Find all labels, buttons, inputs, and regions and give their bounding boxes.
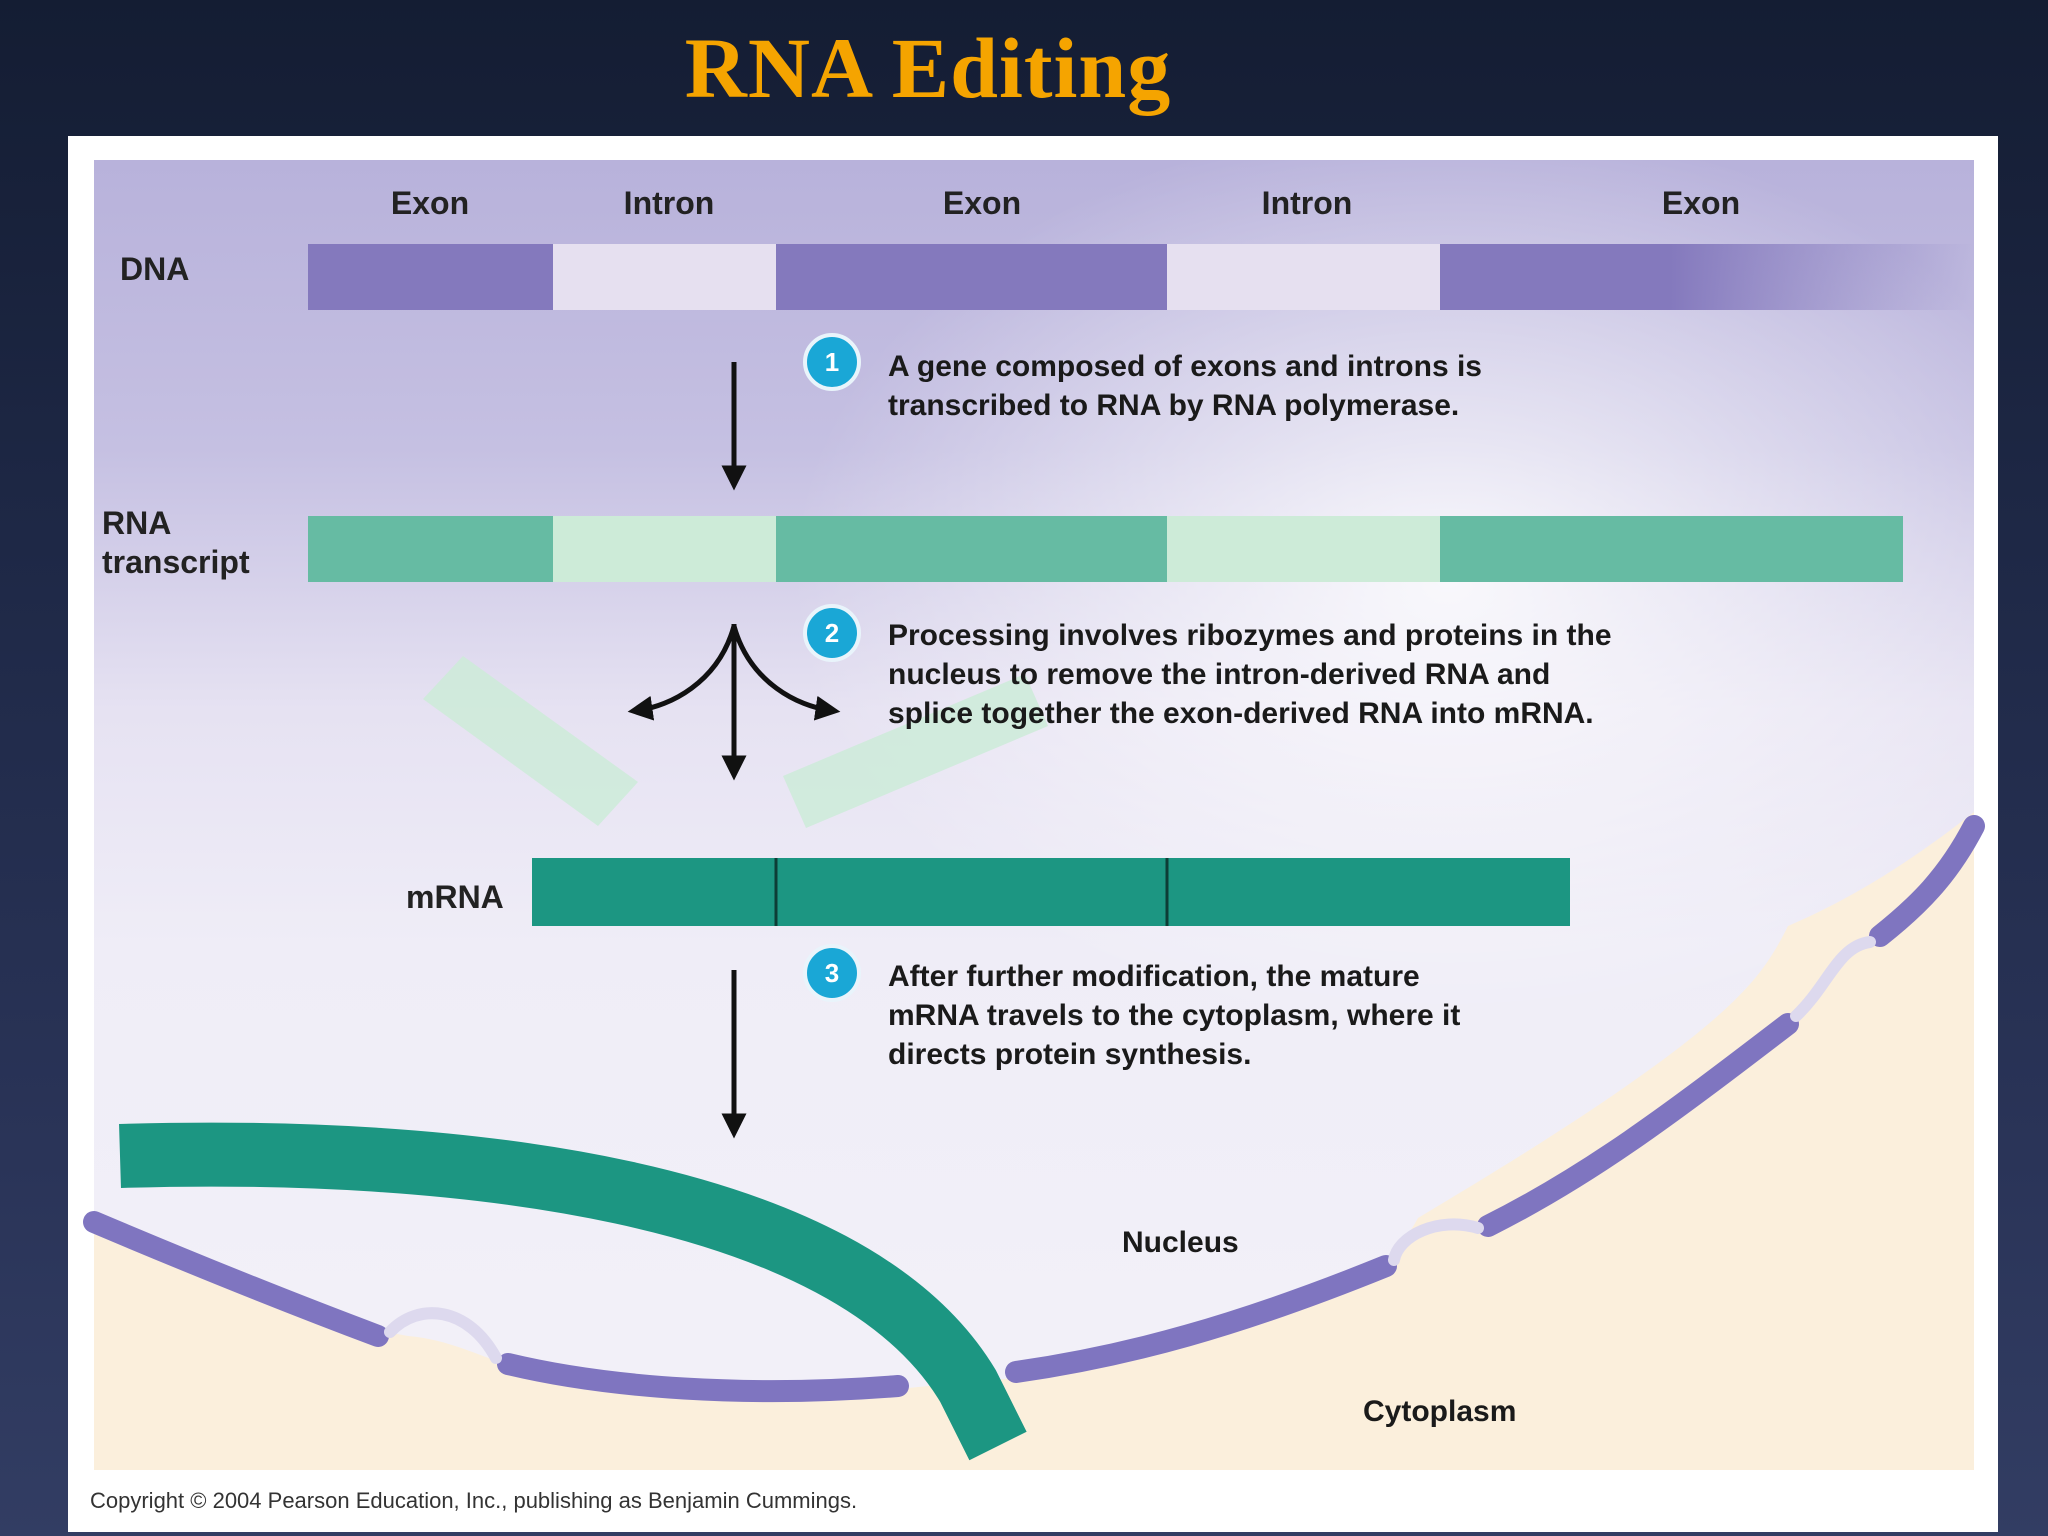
step-3-badge bbox=[803, 944, 861, 1002]
step-2-badge bbox=[803, 604, 861, 662]
rna-transcript-bar bbox=[308, 516, 1903, 582]
mrna-label: mRNA bbox=[406, 879, 504, 915]
step-2-number: 2 bbox=[825, 618, 839, 648]
cytoplasm-label: Cytoplasm bbox=[1363, 1395, 1516, 1428]
step-3-line-3: directs protein synthesis. bbox=[888, 1038, 1251, 1071]
exported-mrna bbox=[119, 1122, 1027, 1461]
dna-intron-1 bbox=[553, 244, 776, 310]
excised-intron-left bbox=[423, 656, 638, 826]
step-3-number: 3 bbox=[825, 958, 839, 988]
arrow-processing-right bbox=[731, 625, 841, 721]
region-labels: Nucleus Cytoplasm bbox=[1122, 1226, 1516, 1428]
mrna-bar bbox=[532, 858, 1570, 926]
column-label-exon-1: Exon bbox=[391, 185, 469, 221]
step-1-badge bbox=[803, 333, 861, 391]
step-3-line-1: After further modification, the mature bbox=[888, 960, 1420, 993]
step-badges: 1 2 3 bbox=[803, 333, 861, 1002]
dna-intron-2 bbox=[1167, 244, 1440, 310]
arrow-processing-left bbox=[627, 625, 737, 721]
rna-processing-diagram: Exon Intron Exon Intron Exon DNA RNA tra… bbox=[83, 160, 1985, 1470]
rna-transcript-label-line1: RNA bbox=[102, 505, 171, 541]
column-label-intron-2: Intron bbox=[1262, 185, 1353, 221]
dna-bar bbox=[308, 244, 1974, 310]
nucleus-label: Nucleus bbox=[1122, 1226, 1239, 1259]
mrna-body bbox=[532, 858, 1570, 926]
dna-exon-2 bbox=[776, 244, 1167, 310]
step-1-line-2: transcribed to RNA by RNA polymerase. bbox=[888, 389, 1459, 422]
step-descriptions: A gene composed of exons and introns is … bbox=[888, 350, 1612, 1071]
process-arrows bbox=[627, 362, 841, 1139]
rna-intron-2 bbox=[1167, 516, 1440, 582]
dna-label: DNA bbox=[120, 251, 189, 287]
step-1-line-1: A gene composed of exons and introns is bbox=[888, 350, 1482, 383]
nuclear-membrane bbox=[83, 815, 1985, 1403]
step-2-line-1: Processing involves ribozymes and protei… bbox=[888, 619, 1612, 652]
step-2-line-2: nucleus to remove the intron-derived RNA… bbox=[888, 658, 1550, 691]
step-3-line-2: mRNA travels to the cytoplasm, where it bbox=[888, 999, 1460, 1032]
dna-exon-1 bbox=[308, 244, 553, 310]
step-1-number: 1 bbox=[825, 347, 839, 377]
row-labels: DNA RNA transcript mRNA bbox=[102, 251, 504, 915]
excised-intron-right bbox=[783, 674, 1048, 828]
excised-introns bbox=[423, 656, 1048, 828]
column-label-exon-2: Exon bbox=[943, 185, 1021, 221]
column-label-exon-3: Exon bbox=[1662, 185, 1740, 221]
rna-intron-1 bbox=[553, 516, 776, 582]
column-labels: Exon Intron Exon Intron Exon bbox=[391, 185, 1740, 221]
dna-exon-3 bbox=[1440, 244, 1670, 310]
rna-exon-1 bbox=[308, 516, 553, 582]
rna-transcript-label-line2: transcript bbox=[102, 544, 250, 580]
nuclear-pores bbox=[384, 936, 1876, 1364]
dna-exon-3-fade bbox=[1670, 244, 1974, 310]
cytoplasm-region bbox=[94, 812, 1974, 1470]
rna-exon-2 bbox=[776, 516, 1167, 582]
column-label-intron-1: Intron bbox=[624, 185, 715, 221]
rna-exon-3 bbox=[1440, 516, 1903, 582]
figure-panel: Exon Intron Exon Intron Exon DNA RNA tra… bbox=[68, 136, 1998, 1532]
step-2-line-3: splice together the exon-derived RNA int… bbox=[888, 697, 1594, 730]
slide-title: RNA Editing bbox=[684, 20, 1172, 116]
copyright-notice: Copyright © 2004 Pearson Education, Inc.… bbox=[90, 1488, 858, 1513]
